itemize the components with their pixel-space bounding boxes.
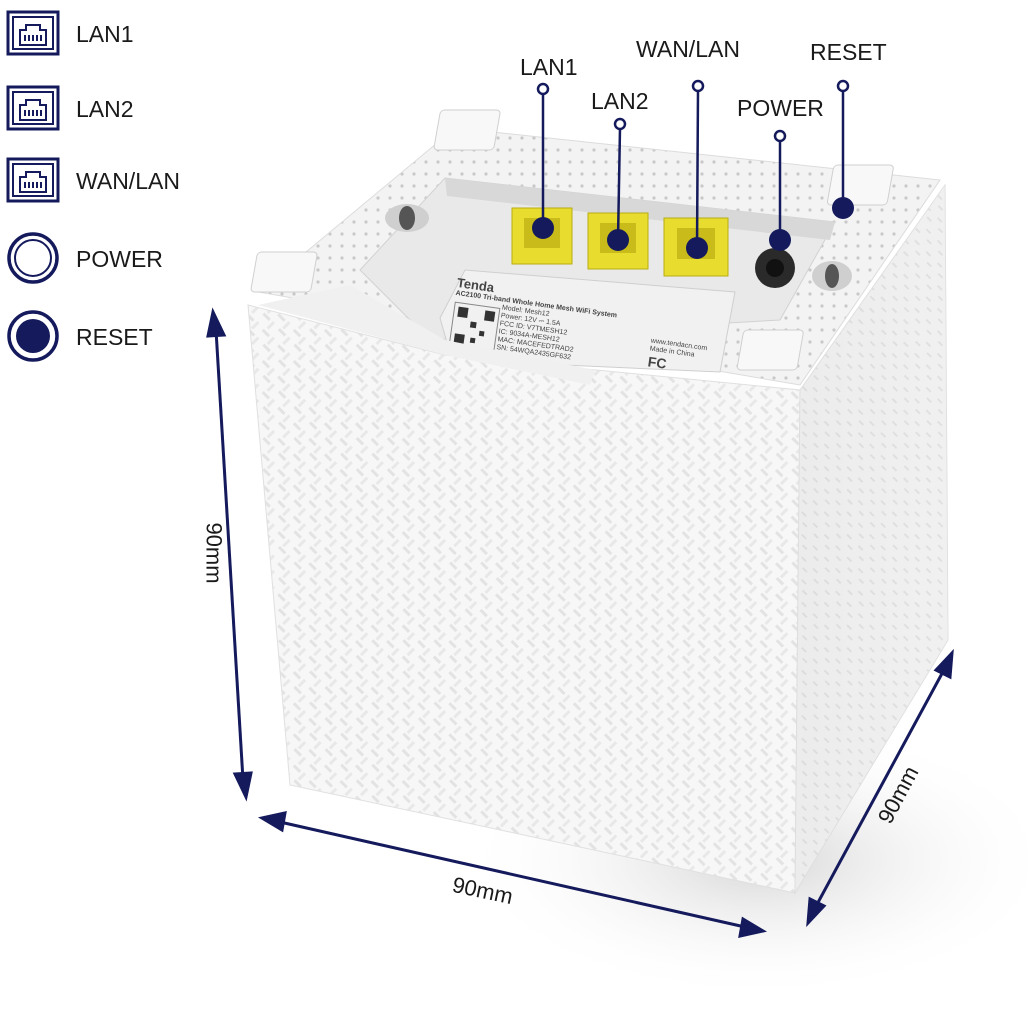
power-hollow-circle-icon	[7, 232, 59, 284]
port-power	[755, 248, 795, 288]
legend-label: RESET	[76, 324, 153, 350]
legend-label: LAN2	[76, 96, 134, 122]
legend-item-lan1: LAN1	[6, 8, 246, 58]
legend-item-reset: RESET	[6, 310, 246, 362]
legend-item-power: POWER	[6, 232, 246, 284]
callout-reset: RESET	[810, 39, 887, 65]
legend-label: POWER	[76, 246, 163, 272]
reset-filled-circle-icon	[7, 310, 59, 362]
ethernet-port-icon	[6, 157, 60, 203]
dimension-height: 90mm	[201, 522, 227, 584]
callout-power: POWER	[737, 95, 824, 121]
legend-label: LAN1	[76, 21, 134, 47]
ethernet-port-icon	[6, 85, 60, 131]
callout-lan2: LAN2	[591, 88, 649, 114]
callout-wan-lan: WAN/LAN	[636, 36, 740, 62]
legend-label: WAN/LAN	[76, 168, 180, 194]
legend-item-lan2: LAN2	[6, 83, 246, 133]
legend-item-wan-lan: WAN/LAN	[6, 155, 246, 205]
callout-lan1: LAN1	[520, 54, 578, 80]
corner-clip	[250, 109, 894, 371]
ethernet-port-icon	[6, 10, 60, 56]
